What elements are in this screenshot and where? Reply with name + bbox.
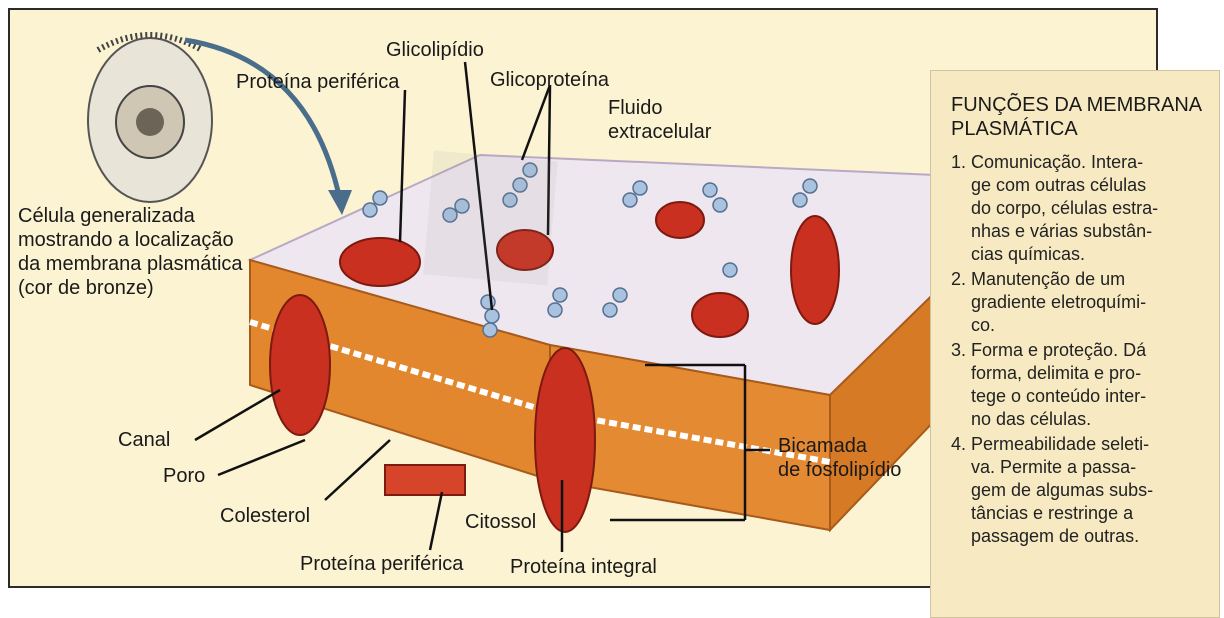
generalized-cell-icon — [88, 35, 212, 202]
peripheral-protein-bottom-label: Proteína periférica — [300, 552, 463, 576]
function-item: 4. Permeabilidade seleti- va. Permite a … — [951, 433, 1209, 548]
glycoprotein-label: Glicoproteína — [490, 68, 609, 92]
functions-title: FUNÇÕES DA MEMBRANA PLASMÁTICA — [951, 93, 1209, 141]
function-text: Comunicação. Intera- ge com outras célul… — [971, 151, 1209, 266]
function-text: Permeabilidade seleti- va. Permite a pas… — [971, 433, 1209, 548]
channel-label: Canal — [118, 428, 170, 452]
integral-protein — [535, 348, 595, 532]
pore-label: Poro — [163, 464, 205, 488]
function-number: 1. — [951, 151, 971, 266]
cholesterol-label: Colesterol — [220, 504, 310, 528]
extracellular-fluid-label: Fluido extracelular — [608, 96, 711, 144]
surface-protein-2 — [692, 293, 748, 337]
generalized-cell-label: Célula generalizada mostrando a localiza… — [18, 204, 243, 300]
functions-panel: FUNÇÕES DA MEMBRANA PLASMÁTICA 1. Comuni… — [930, 70, 1220, 618]
peripheral-protein-bottom — [385, 465, 465, 495]
integral-protein-label: Proteína integral — [510, 555, 657, 579]
function-number: 3. — [951, 339, 971, 431]
bilayer-label: Bicamada de fosfolipídio — [778, 434, 901, 482]
channel-protein — [270, 295, 330, 435]
function-item: 1. Comunicação. Intera- ge com outras cé… — [951, 151, 1209, 266]
surface-protein-1 — [656, 202, 704, 238]
function-text: Manutenção de um gradiente eletroquími- … — [971, 268, 1209, 337]
function-number: 2. — [951, 268, 971, 337]
function-number: 4. — [951, 433, 971, 548]
function-item: 2. Manutenção de um gradiente eletroquím… — [951, 268, 1209, 337]
glycolipid-label: Glicolipídio — [386, 38, 484, 62]
glycoprotein-body — [497, 230, 553, 270]
cytosol-label: Citossol — [465, 510, 536, 534]
function-item: 3. Forma e proteção. Dá forma, delimita … — [951, 339, 1209, 431]
peripheral-protein-top-label: Proteína periférica — [236, 70, 399, 94]
arrow-head-icon — [328, 190, 352, 215]
surface-protein-3 — [791, 216, 839, 324]
function-text: Forma e proteção. Dá forma, delimita e p… — [971, 339, 1209, 431]
peripheral-protein-top — [340, 238, 420, 286]
